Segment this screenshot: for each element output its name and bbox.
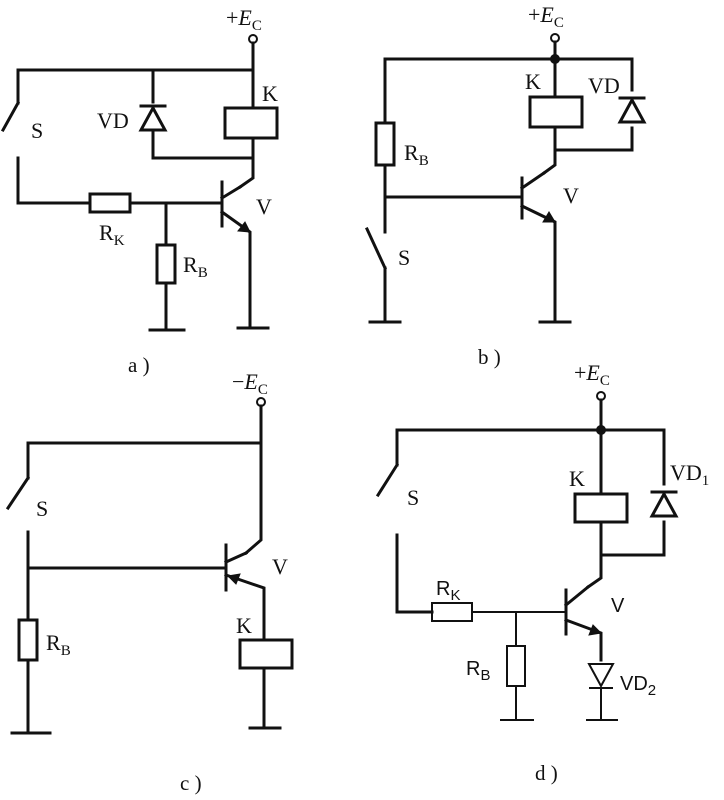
diode-vd2-d [587,663,615,689]
rb-label-d: RB [466,658,490,684]
relay-k-a [223,106,279,140]
rb-label-c: RB [46,630,71,659]
resistor-rb-b [374,121,396,167]
caption-a: a ) [128,353,150,377]
resistor-rb-c [17,618,39,662]
circuit-d: +EC K VD1 S RK RB V VD2 d ) [375,360,709,785]
rk-label-d: RK [436,578,460,604]
resistor-rb-d [506,645,526,687]
transistor-label-c: V [272,554,288,579]
diode-vd1-d [649,490,679,518]
transistor-label-b: V [563,183,579,208]
diode-label-a: VD [97,108,129,133]
relay-label-b: K [525,69,541,94]
rb-label-b: RB [404,140,429,169]
diode-label-b: VD [588,73,620,98]
switch-b [365,195,402,324]
switch-d [375,428,434,614]
relay-label-a: K [262,81,278,106]
relay-k-c [238,638,294,670]
switch-label-b: S [398,245,410,270]
transistor-label-d: V [611,595,625,617]
diode-wires-a [151,68,255,160]
switch-label-a: S [31,118,43,143]
vd1-label-d: VD1 [670,460,709,489]
transistor-label-a: V [256,194,272,219]
caption-c: c ) [180,771,202,795]
relay-label-d: K [569,466,585,491]
circuit-c: −EC S RB V K c ) [5,369,294,795]
supply-label-d: +EC [574,360,610,389]
top-rail-a [16,41,255,72]
circuit-a: +EC S VD K RK RB V a ) [0,5,279,377]
switch-label-d: S [407,485,419,510]
resistor-rk-d [431,602,473,622]
supply-label-b: +EC [528,2,564,31]
caption-b: b ) [478,345,501,369]
vd2-label-d: VD2 [620,673,656,699]
switch-label-c: S [36,496,48,521]
caption-d: d ) [535,761,558,785]
diode-vd-b [617,96,647,124]
relay-k-b [528,95,584,129]
rb-label-a: RB [183,252,208,281]
relay-k-d [573,492,629,524]
supply-label-c: −EC [232,369,268,398]
resistor-rb-a [155,243,177,285]
supply-label-a: +EC [226,5,262,34]
relay-label-c: K [236,613,252,638]
circuit-b: +EC K VD RB S V b ) [365,2,647,369]
rk-label-a: RK [99,220,125,249]
diode-vd-a [138,104,168,132]
resistor-rk-a [88,192,132,214]
switch-a [0,68,92,205]
